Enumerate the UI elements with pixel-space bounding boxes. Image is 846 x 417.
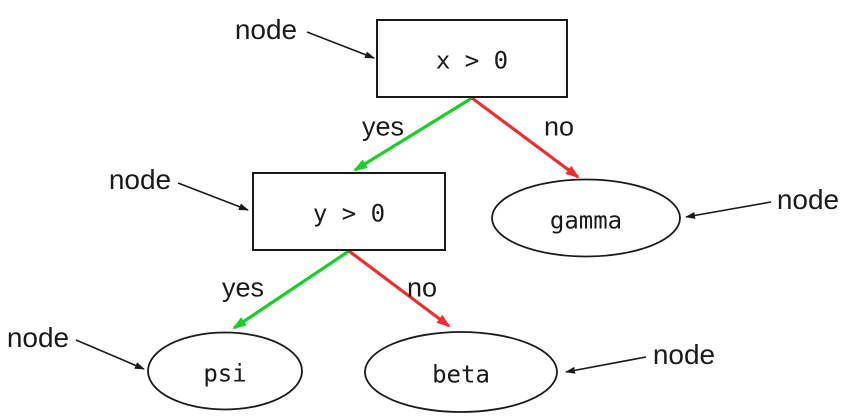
- annotation-arrow-psi: [75, 339, 145, 370]
- annotation-label-gamma: node: [777, 184, 839, 215]
- annotation-arrow-ycheck: [177, 182, 249, 211]
- annotations: node node node node node: [7, 14, 839, 374]
- annotation-arrow-root: [306, 31, 375, 59]
- nodes: x > 0 y > 0 gamma psi beta: [147, 19, 681, 413]
- edges: yes no yes no: [222, 96, 580, 330]
- annotation-arrow-beta: [565, 356, 647, 374]
- psi-node-ellipse: [147, 331, 303, 411]
- node-root: x > 0: [376, 19, 568, 98]
- annotation-label-ycheck: node: [109, 164, 171, 195]
- edge-root-yes: [353, 96, 473, 172]
- annotation-label-psi: node: [7, 322, 69, 353]
- node-psi: psi: [147, 331, 303, 411]
- edge-label-ycheck-yes: yes: [222, 272, 264, 302]
- node-beta: beta: [364, 331, 558, 413]
- node-y-check: y > 0: [252, 172, 446, 251]
- psi-node-label: psi: [203, 359, 246, 387]
- ycheck-node-label: y > 0: [313, 199, 385, 227]
- edge-ycheck-no: [348, 249, 451, 328]
- gamma-node-label: gamma: [550, 206, 622, 234]
- gamma-node-ellipse: [491, 178, 681, 258]
- annotation-label-beta: node: [653, 339, 715, 370]
- root-node-label: x > 0: [436, 46, 508, 74]
- edge-label-root-no: no: [544, 111, 574, 141]
- root-node-box: [376, 19, 568, 98]
- edge-label-root-yes: yes: [362, 111, 404, 141]
- annotation-arrow-gamma: [685, 201, 772, 219]
- edge-root-no: [471, 96, 580, 179]
- ycheck-node-box: [252, 172, 446, 251]
- node-gamma: gamma: [491, 178, 681, 258]
- annotation-label-root: node: [235, 14, 297, 45]
- beta-node-label: beta: [432, 360, 490, 388]
- edge-ycheck-yes: [232, 249, 350, 330]
- beta-node-ellipse: [364, 331, 558, 413]
- edge-label-ycheck-no: no: [407, 272, 437, 302]
